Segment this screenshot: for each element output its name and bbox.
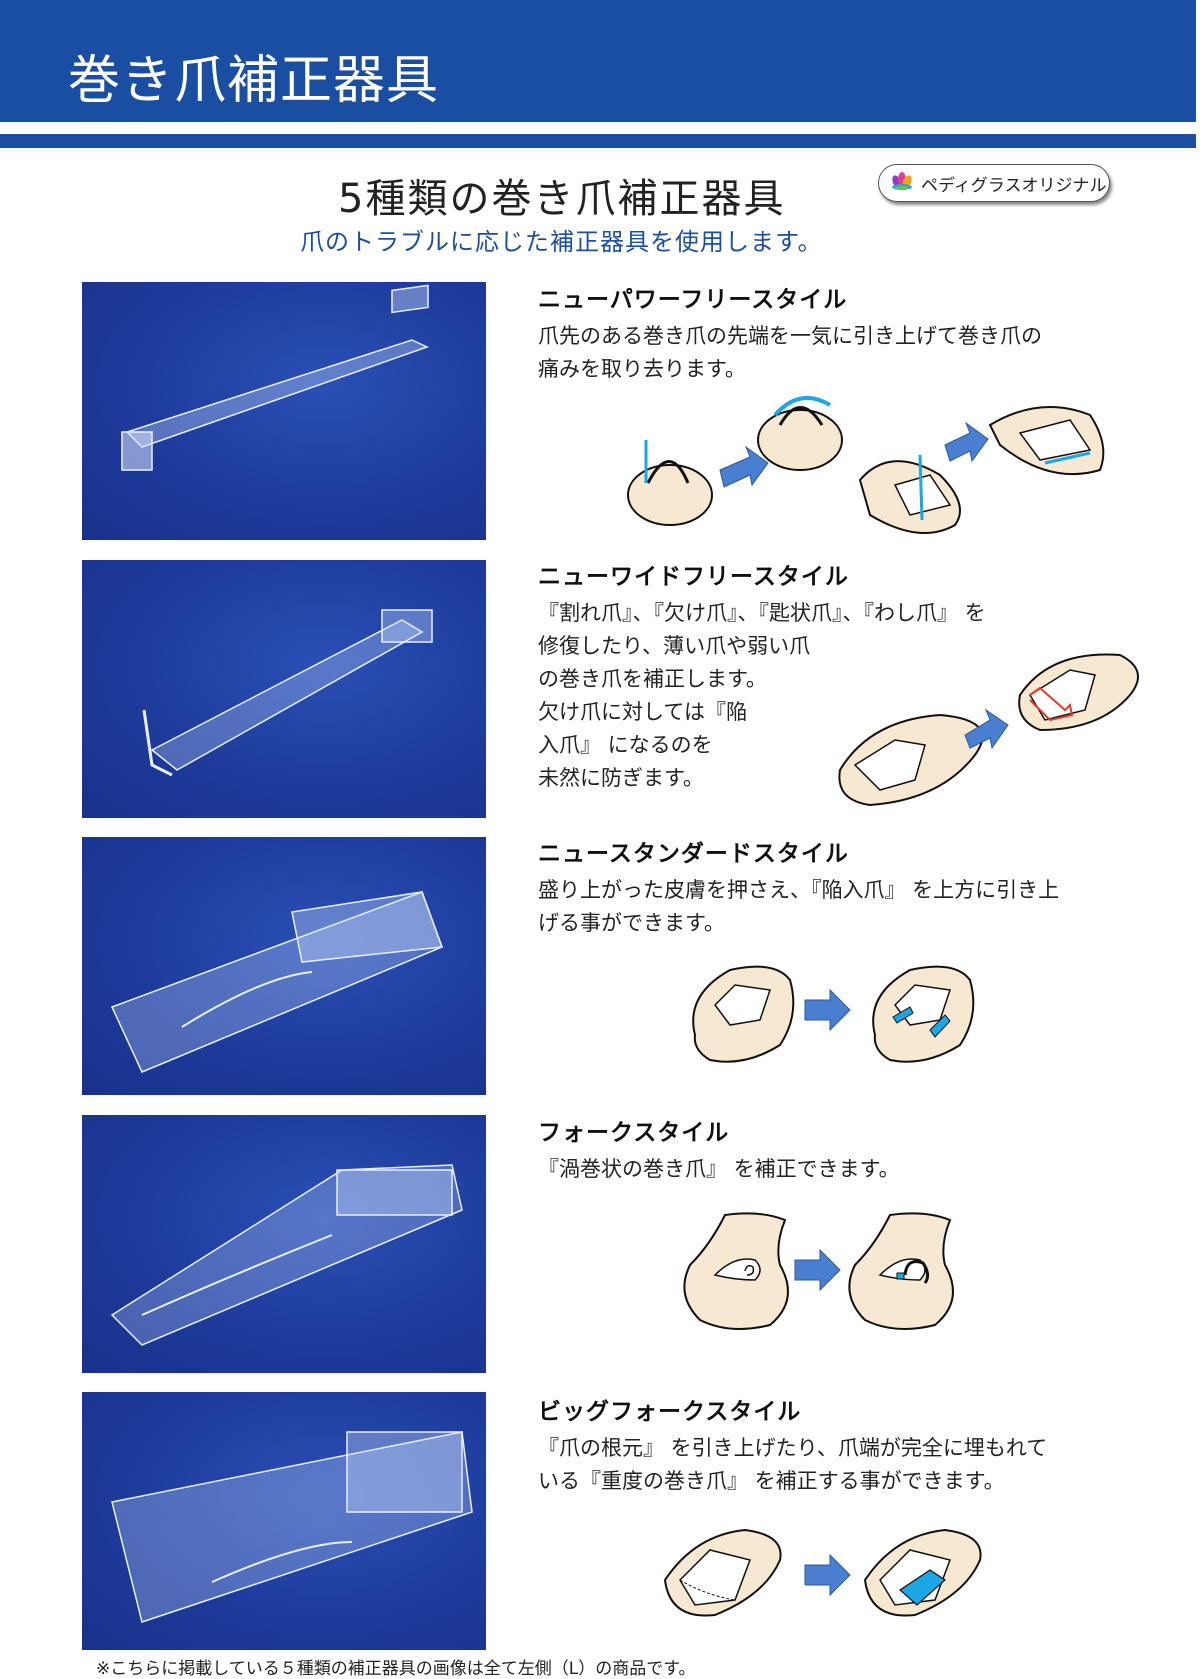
brand-badge: ペディグラスオリジナル xyxy=(878,164,1110,202)
product-photo-1 xyxy=(82,282,486,540)
illustration-wide-free xyxy=(838,653,1139,807)
product-section-1: ニューパワーフリースタイル 爪先のある巻き爪の先端を一気に引き上げて巻き爪の 痛… xyxy=(538,280,1138,386)
product-section-5: ビッグフォークスタイル 『爪の根元』 を引き上げたり、爪端が完全に埋もれて いる… xyxy=(538,1392,1138,1498)
illustration-big-fork xyxy=(663,1528,982,1617)
product-description: 『割れ爪』、『欠け爪』、『匙状爪』、『わし爪』 を 修復したり、薄い爪や弱い爪 … xyxy=(538,601,986,790)
header-divider xyxy=(0,134,1196,148)
header-band: 巻き爪補正器具 xyxy=(0,0,1196,122)
product-description: 『渦巻状の巻き爪』 を補正できます。 xyxy=(538,1157,900,1181)
illustration-fork xyxy=(683,1212,954,1330)
illustration-standard xyxy=(692,965,975,1063)
product-description: 爪先のある巻き爪の先端を一気に引き上げて巻き爪の 痛みを取り去ります。 xyxy=(538,324,1042,381)
subtitle: 爪のトラブルに応じた補正器具を使用します。 xyxy=(300,228,823,256)
lotus-logo-icon xyxy=(889,171,915,195)
illustration-power-free xyxy=(627,396,1105,534)
product-description: 盛り上がった皮膚を押さえ、『陥入爪』 を上方に引き上 げる事ができます。 xyxy=(538,878,1060,935)
product-name: ニュースタンダードスタイル xyxy=(538,841,849,867)
product-name: ニューパワーフリースタイル xyxy=(538,287,848,313)
product-photo-4 xyxy=(82,1115,486,1373)
product-photo-3 xyxy=(82,837,486,1095)
page-title: 巻き爪補正器具 xyxy=(68,51,440,111)
brand-label: ペディグラスオリジナル xyxy=(921,175,1107,196)
product-section-2: ニューワイドフリースタイル 『割れ爪』、『欠け爪』、『匙状爪』、『わし爪』 を … xyxy=(538,557,1138,795)
product-description: 『爪の根元』 を引き上げたり、爪端が完全に埋もれて いる『重度の巻き爪』 を補正… xyxy=(538,1436,1048,1493)
product-section-3: ニュースタンダードスタイル 盛り上がった皮膚を押さえ、『陥入爪』 を上方に引き上… xyxy=(538,834,1138,940)
product-photo-5 xyxy=(82,1392,486,1650)
footnote: ※こちらに掲載している５種類の補正器具の画像は全て左側（L）の商品です。 xyxy=(96,1659,696,1679)
product-name: ビッグフォークスタイル xyxy=(538,1399,802,1425)
product-name: フォークスタイル xyxy=(538,1120,730,1146)
product-photo-2 xyxy=(82,560,486,818)
product-section-4: フォークスタイル 『渦巻状の巻き爪』 を補正できます。 xyxy=(538,1113,1138,1186)
section-heading: 5種類の巻き爪補正器具 xyxy=(338,176,786,222)
product-name: ニューワイドフリースタイル xyxy=(538,564,849,590)
